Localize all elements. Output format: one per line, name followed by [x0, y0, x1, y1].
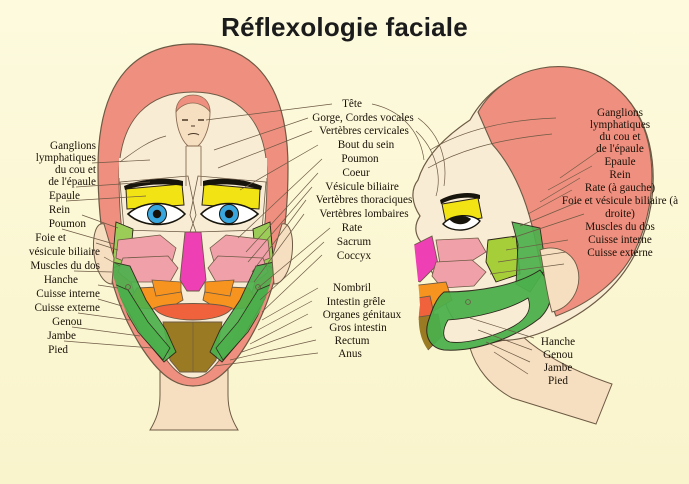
label-r-cuisse-interne: Cuisse interne — [588, 234, 652, 246]
frontal-head — [93, 43, 293, 431]
label-vertebres-lombaires: Vertèbres lombaires — [319, 208, 409, 220]
label-vertebres-thoraciques: Vertèbres thoraciques — [315, 194, 413, 206]
label-r-droite: droite) — [605, 208, 635, 220]
label-epaule: Epaule — [48, 190, 80, 202]
label-r-rate-a-gauche: Rate (à gauche) — [584, 182, 656, 194]
label-coccyx: Coccyx — [336, 250, 372, 262]
label-lymphatiques: lymphatiques — [35, 152, 96, 164]
page-title: Réflexologie faciale — [221, 12, 468, 42]
label-anus: Anus — [338, 348, 362, 360]
label-rate: Rate — [341, 222, 363, 234]
label-coeur: Coeur — [342, 167, 370, 179]
label-poumon-c: Poumon — [341, 153, 379, 165]
label-nombril: Nombril — [333, 282, 371, 294]
label-r-du-cou-et: du cou et — [599, 131, 641, 143]
label-gorge-cordes-vocales: Gorge, Cordes vocales — [312, 112, 414, 124]
label-rb-genou: Genou — [543, 349, 573, 361]
label-rb-pied: Pied — [548, 375, 568, 387]
label-r-de-lepaule: de l'épaule — [596, 143, 644, 155]
label-sacrum: Sacrum — [336, 236, 372, 248]
label-pied: Pied — [48, 344, 68, 356]
label-organes-genitaux: Organes génitaux — [322, 309, 402, 321]
label-poumon: Poumon — [48, 218, 86, 230]
label-vertebres-cervicales: Vertèbres cervicales — [319, 125, 409, 137]
label-r-cuisse-externe: Cuisse externe — [587, 247, 653, 259]
label-genou: Genou — [52, 316, 82, 328]
label-muscles-du-dos: Muscles du dos — [30, 260, 100, 272]
label-ganglions: Ganglions — [50, 140, 96, 152]
label-cuisse-externe: Cuisse externe — [34, 302, 100, 314]
label-r-muscles-du-dos: Muscles du dos — [585, 221, 655, 233]
label-tete: Tête — [342, 98, 362, 110]
profile-head — [412, 66, 654, 425]
label-r-rein: Rein — [609, 169, 631, 181]
eye-right — [199, 202, 260, 226]
leader-lines — [61, 103, 601, 375]
label-r-ganglions: Ganglions — [597, 107, 643, 119]
label-rb-hanche: Hanche — [540, 336, 576, 348]
label-vesicule-biliaire-c: Vésicule biliaire — [325, 181, 399, 193]
label-r-foie-vesicule: Foie et vésicule biliaire (à — [561, 195, 679, 207]
label-r-epaule: Epaule — [604, 156, 636, 168]
label-rein: Rein — [48, 204, 70, 216]
eye-left — [126, 202, 187, 226]
label-bout-du-sein: Bout du sein — [337, 139, 395, 151]
label-hanche: Hanche — [43, 274, 78, 286]
label-gros-intestin: Gros intestin — [329, 322, 387, 334]
label-rectum: Rectum — [334, 335, 370, 347]
label-jambe: Jambe — [47, 330, 76, 342]
label-r-lymphatiques: lymphatiques — [589, 119, 651, 131]
label-rb-jambe: Jambe — [543, 362, 573, 374]
label-du-cou-et: du cou et — [54, 164, 96, 176]
label-foie-et: Foie et — [35, 232, 66, 244]
head-icon-forehead — [175, 94, 211, 186]
label-de-lepaule: de l'épaule — [48, 176, 96, 188]
label-vesicule-biliaire: vésicule biliaire — [28, 246, 100, 258]
label-cuisse-interne: Cuisse interne — [36, 288, 100, 300]
label-intestin-grele: Intestin grêle — [326, 296, 386, 308]
